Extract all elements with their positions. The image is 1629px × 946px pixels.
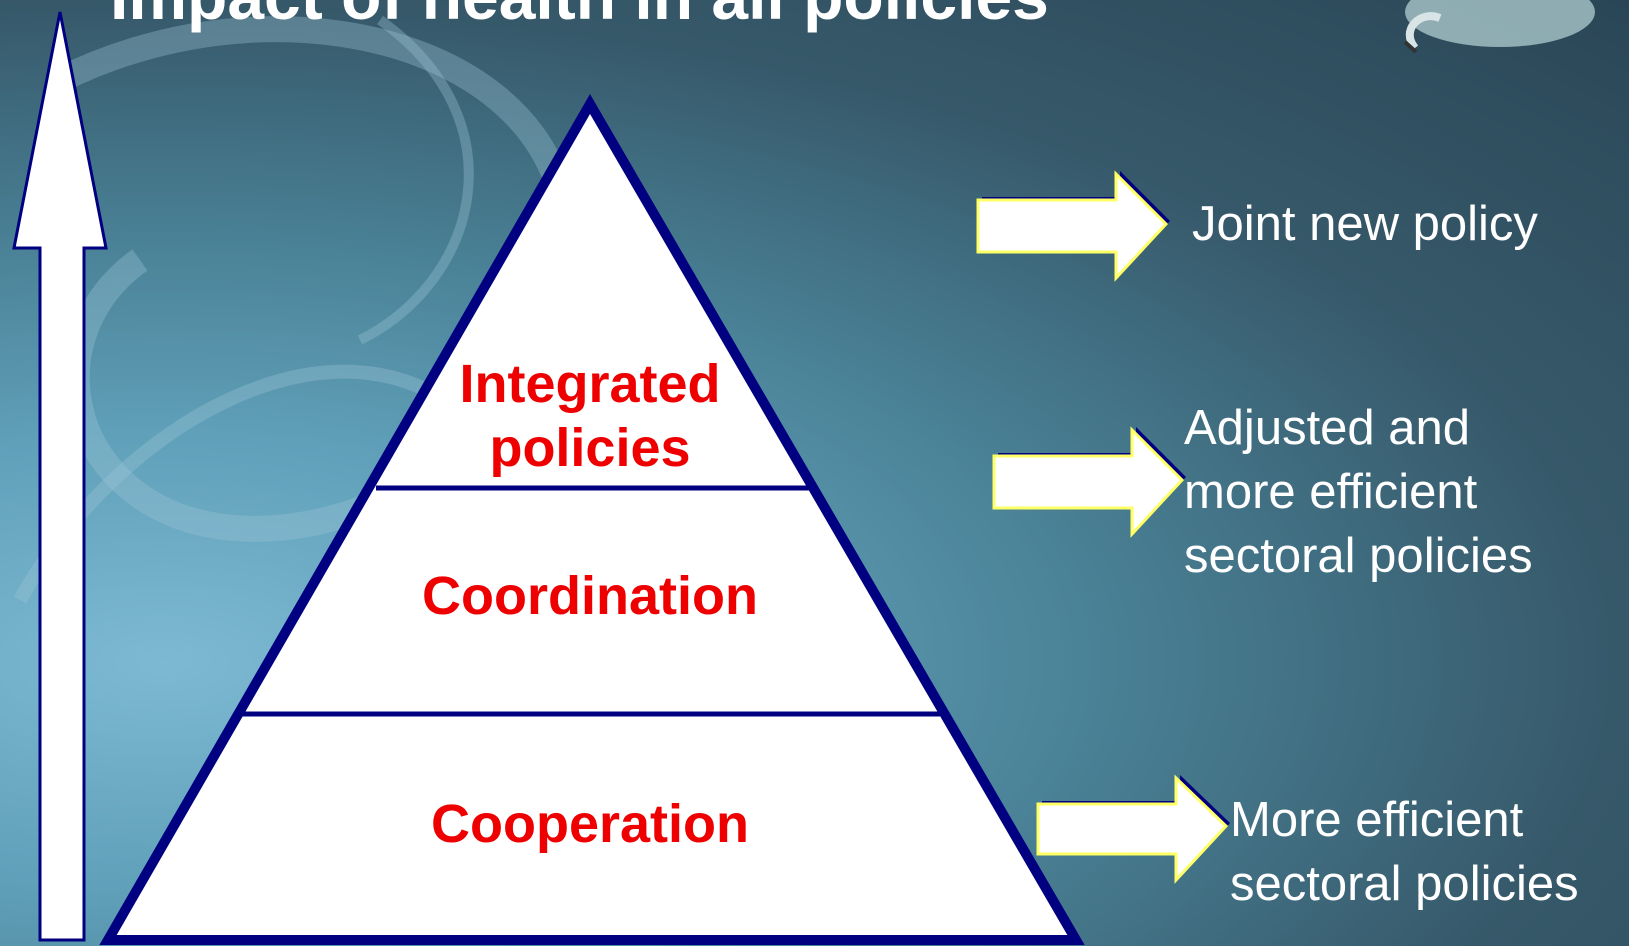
outcome-more-efficient-sectoral-policies: More efficient sectoral policies [1230,793,1579,911]
tier-label-cooperation: Cooperation [431,794,749,854]
slide-title: Impact of health in all policies [110,0,1049,34]
outcome-adjusted-sectoral-policies: Adjusted and more efficient sectoral pol… [1184,401,1533,583]
tier-label-coordination: Coordination [422,566,758,626]
up-arrow-icon [12,11,108,942]
tier-label-integrated-policies: Integrated policies [459,354,721,478]
outcome-arrow-3 [1036,774,1230,884]
pyramid [99,94,1085,945]
outcome-arrow-2 [992,426,1186,538]
swan-icon [1403,0,1595,54]
outcome-arrow-1 [976,170,1170,282]
outcome-joint-new-policy: Joint new policy [1192,197,1538,251]
